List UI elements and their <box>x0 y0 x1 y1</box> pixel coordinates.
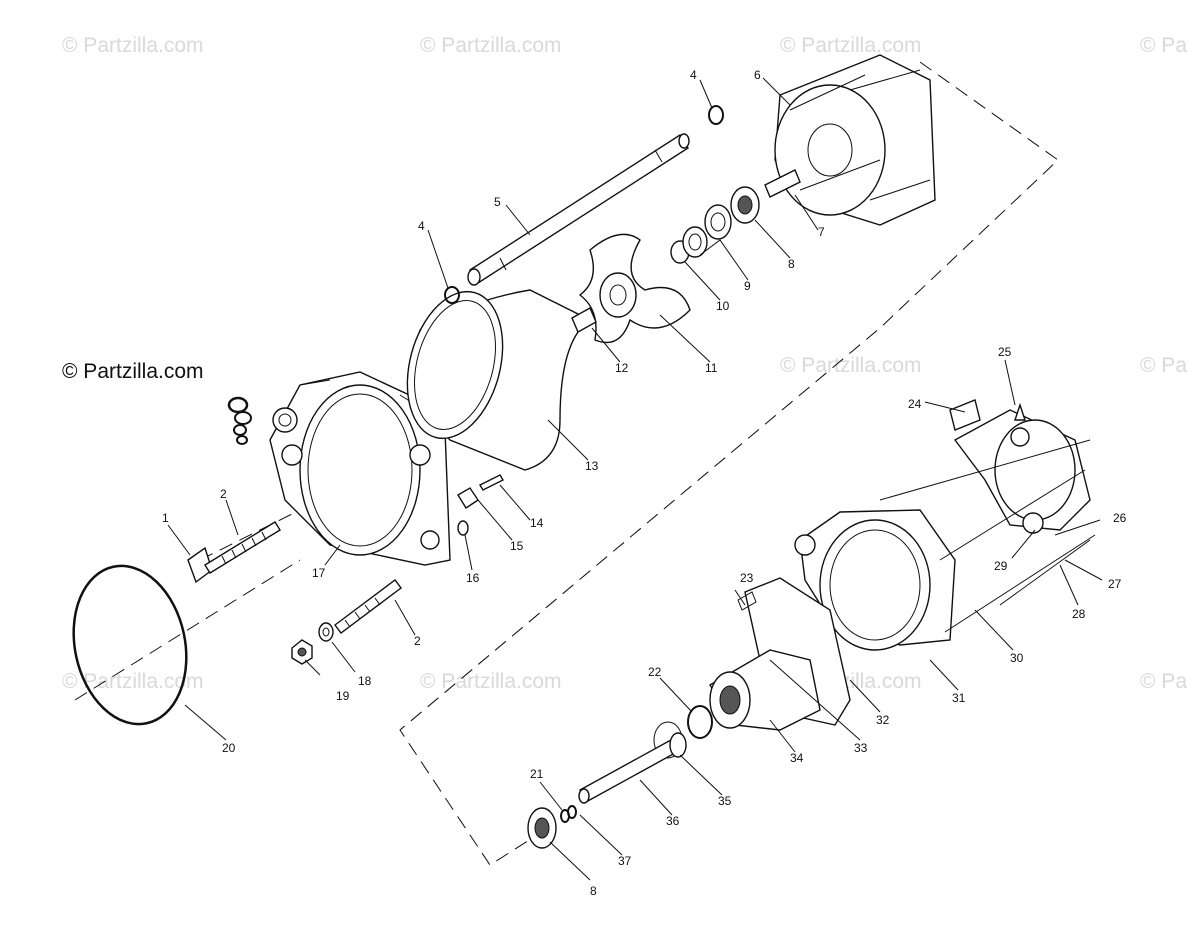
callout-22: 22 <box>648 665 662 679</box>
watermark: © Pa <box>1140 354 1187 377</box>
bearing <box>730 186 760 224</box>
watermark: © Partzilla.com <box>780 34 922 57</box>
nozzle-housing <box>794 509 956 651</box>
watermark: © Partzilla.com <box>420 34 562 57</box>
callout-37: 37 <box>618 854 632 868</box>
o-ring-small <box>708 105 724 125</box>
seals <box>682 204 732 258</box>
callout-25: 25 <box>998 345 1012 359</box>
o-ring-stack <box>227 396 252 445</box>
callout-23: 23 <box>740 571 754 585</box>
callout-8: 8 <box>590 884 597 898</box>
callout-13: 13 <box>585 459 599 473</box>
callout-35: 35 <box>718 794 732 808</box>
impeller <box>578 233 691 344</box>
drive-shaft <box>467 133 690 286</box>
callout-6: 6 <box>754 68 761 82</box>
callout-1: 1 <box>162 511 169 525</box>
callout-20: 20 <box>222 741 236 755</box>
callout-31: 31 <box>952 691 966 705</box>
callout-5: 5 <box>494 195 501 209</box>
callout-7: 7 <box>818 225 825 239</box>
seal-ring <box>567 805 577 819</box>
callout-27: 27 <box>1108 577 1122 591</box>
callout-4: 4 <box>690 68 697 82</box>
stud-lower <box>334 579 402 634</box>
leader-lines <box>167 77 1103 881</box>
callout-36: 36 <box>666 814 680 828</box>
o-ring-small <box>444 286 460 304</box>
main-watermark: © Partzilla.com <box>62 360 204 383</box>
reducer <box>709 649 821 731</box>
steering-nozzle <box>949 399 1091 534</box>
watermark: © Partzilla.com <box>62 670 204 693</box>
long-bolts <box>879 402 1096 633</box>
watermark: © Partzilla.com <box>780 354 922 377</box>
watermark: © Pa <box>1140 670 1187 693</box>
callout-11: 11 <box>705 361 718 375</box>
o-ring-large <box>72 564 188 726</box>
callout-2: 2 <box>414 634 421 648</box>
callout-19: 19 <box>336 689 350 703</box>
screw <box>479 474 504 491</box>
callout-26: 26 <box>1113 511 1127 525</box>
small-washer <box>457 520 469 536</box>
watermark-layer: © Partzilla.com © Partzilla.com © Partzi… <box>62 34 1187 693</box>
callout-28: 28 <box>1072 607 1086 621</box>
stator-housing <box>764 54 936 226</box>
callout-34: 34 <box>790 751 804 765</box>
wear-ring <box>406 289 592 471</box>
callout-18: 18 <box>358 674 372 688</box>
callout-14: 14 <box>530 516 544 530</box>
washer <box>318 622 334 642</box>
callout-30: 30 <box>1010 651 1024 665</box>
callout-21: 21 <box>530 767 544 781</box>
callouts: 1 2 2 4 4 5 6 7 8 8 9 10 11 12 13 14 15 … <box>162 68 1127 898</box>
callout-16: 16 <box>466 571 480 585</box>
callout-15: 15 <box>510 539 524 553</box>
bushing <box>457 487 479 509</box>
callout-2: 2 <box>220 487 227 501</box>
stud-upper <box>204 521 281 574</box>
callout-4: 4 <box>418 219 425 233</box>
callout-12: 12 <box>615 361 629 375</box>
watermark: © Partzilla.com <box>62 34 204 57</box>
callout-8: 8 <box>788 257 795 271</box>
clip <box>737 591 757 611</box>
callout-10: 10 <box>716 299 730 313</box>
callout-17: 17 <box>312 566 326 580</box>
impeller-bushing <box>571 307 597 333</box>
output-shaft <box>578 732 687 804</box>
watermark: © Pa <box>1140 34 1187 57</box>
callout-32: 32 <box>876 713 890 727</box>
callout-24: 24 <box>908 397 922 411</box>
pump-housing <box>269 371 451 566</box>
assembly-lines <box>74 61 1059 866</box>
bearing-lower <box>527 807 557 849</box>
retaining-ring <box>687 705 713 739</box>
callout-33: 33 <box>854 741 868 755</box>
callout-9: 9 <box>744 279 751 293</box>
watermark: © Partzilla.com <box>420 670 562 693</box>
callout-29: 29 <box>994 559 1008 573</box>
